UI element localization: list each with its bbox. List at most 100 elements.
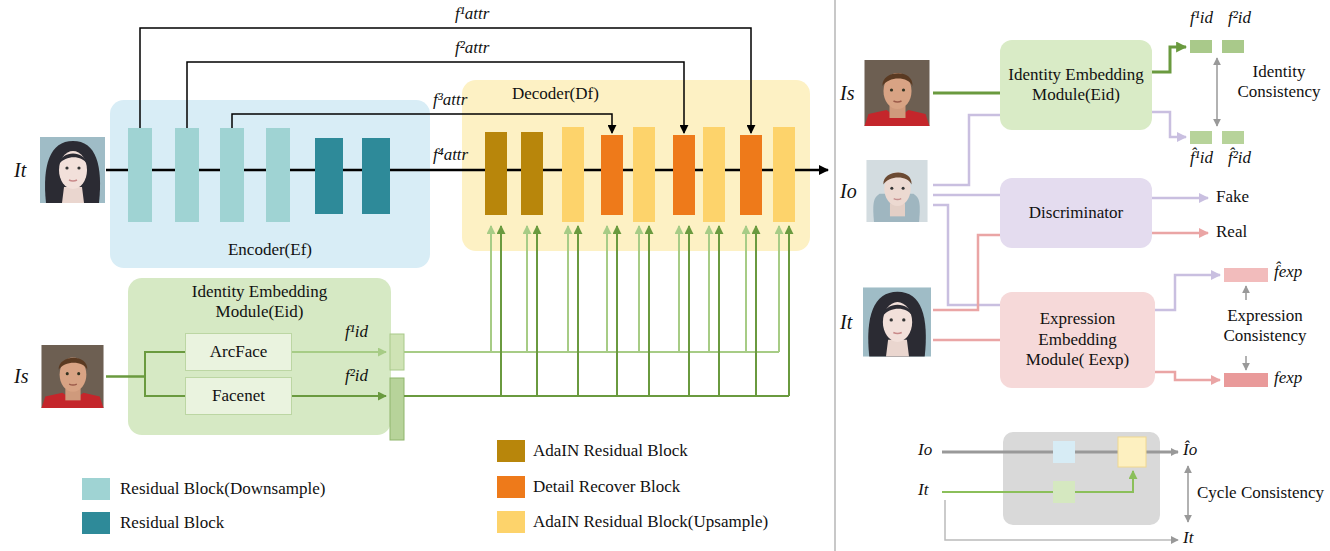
connector-line	[490, 226, 492, 352]
connector-line	[430, 169, 462, 172]
legend-text: Detail Recover Block	[533, 477, 680, 496]
downsample-block	[175, 128, 199, 222]
label: f̂exp	[1274, 262, 1302, 282]
connector	[187, 62, 684, 133]
detail-recover-block	[601, 135, 623, 215]
edge-label: f²attr	[455, 38, 489, 58]
label: Fake	[1216, 187, 1249, 207]
connector-line	[778, 226, 780, 352]
label-text: Cycle Consistency	[1197, 483, 1324, 502]
node-text: Is	[14, 365, 28, 388]
connector-line	[404, 351, 779, 353]
connector	[140, 28, 751, 133]
connector-line	[755, 226, 757, 396]
process-box: Facenet	[185, 377, 292, 415]
detail-recover-block	[740, 135, 762, 215]
label-text: Real	[1216, 222, 1247, 241]
connector-line	[933, 194, 1000, 197]
connector-line	[292, 395, 386, 397]
legend-entry: Residual Block(Downsample)	[120, 479, 325, 499]
legend-swatch	[82, 478, 110, 500]
id-vector-bar	[1190, 40, 1212, 53]
identity-icon	[1053, 481, 1075, 503]
legend-swatch	[497, 440, 525, 462]
connector	[292, 226, 789, 396]
downsample-block	[220, 128, 244, 222]
connector-line	[106, 377, 185, 397]
output-arrow	[1155, 372, 1220, 380]
label: It	[918, 480, 928, 500]
label-text: f²id	[1228, 8, 1251, 27]
source-face	[865, 60, 930, 126]
target-face	[40, 137, 105, 203]
output-arrow	[810, 169, 828, 172]
label: Io	[918, 440, 932, 460]
connector-line	[648, 226, 650, 396]
target-face	[863, 287, 931, 356]
legend-text: Residual Block(Downsample)	[120, 479, 325, 498]
connector-line	[106, 352, 185, 377]
label-text: f¹id	[1190, 8, 1213, 27]
connector-line	[688, 226, 690, 396]
label-text: f̂exp	[1274, 262, 1302, 281]
connector-line	[745, 226, 747, 352]
connector	[106, 170, 110, 171]
connector-line	[933, 92, 1000, 95]
id-vector-bar	[1222, 131, 1244, 144]
node-text: Discriminator	[1029, 203, 1123, 223]
connector-line	[567, 226, 569, 352]
adain-upsample-block	[562, 127, 584, 222]
connector-line	[187, 62, 684, 133]
connector-line	[788, 226, 790, 396]
label-text: f²id	[345, 366, 368, 385]
consistency-arrow	[1216, 58, 1218, 126]
panel-divider	[834, 0, 836, 551]
connector	[232, 114, 612, 133]
legend-swatch	[497, 476, 525, 498]
node-text: Identity Embedding Module(Eid)	[1008, 65, 1144, 106]
cycle-panel	[1003, 432, 1160, 525]
decoder-icon	[1118, 437, 1146, 467]
node-text: ArcFace	[210, 342, 268, 362]
connector	[106, 352, 185, 377]
downsample-block	[128, 128, 152, 222]
connector	[933, 340, 1000, 341]
label-text: Expression Consistency	[1223, 306, 1306, 345]
label-text: f̂¹id	[1190, 148, 1213, 167]
label-text: Identity Consistency	[1237, 62, 1320, 101]
connector-line	[140, 28, 751, 133]
node-text: Is	[840, 82, 854, 105]
label: Cycle Consistency	[1197, 483, 1324, 503]
connector-line	[708, 226, 710, 352]
connector	[933, 115, 1000, 185]
label-text: fexp	[1274, 368, 1302, 387]
connector-line	[404, 395, 789, 397]
consistency-arrow	[1187, 466, 1189, 522]
connector-line	[718, 226, 720, 396]
node-text: It	[14, 159, 26, 182]
id-vector-bar	[390, 378, 404, 440]
exp-vector-bar	[1224, 373, 1268, 387]
label-text: Io	[918, 440, 932, 459]
legend-text: AdaIN Residual Block(Upsample)	[533, 512, 768, 531]
consistency-arrow	[1245, 356, 1247, 370]
module-box: Expression Embedding Module( Eexp)	[1000, 292, 1155, 388]
connector-line	[292, 351, 386, 353]
label-text: It	[1183, 528, 1193, 547]
legend-text: Residual Block	[120, 513, 224, 532]
adain-block	[485, 132, 507, 215]
connector	[933, 93, 1000, 94]
label: Identity Consistency	[1230, 62, 1328, 101]
legend-entry: AdaIN Residual Block	[533, 441, 688, 461]
label: It	[1183, 528, 1193, 548]
module-box: Discriminator	[1000, 178, 1152, 248]
label: f²id	[345, 366, 368, 386]
legend-text: AdaIN Residual Block	[533, 441, 688, 460]
source-face	[41, 345, 103, 408]
edge-label-text: f⁴attr	[433, 145, 468, 164]
label: f̂²id	[1228, 148, 1251, 168]
node-text: Encoder(Ef)	[228, 240, 312, 260]
edge-label-text: f¹attr	[455, 4, 489, 23]
id-vector-bar	[1190, 131, 1212, 144]
output-arrow	[1152, 112, 1186, 137]
